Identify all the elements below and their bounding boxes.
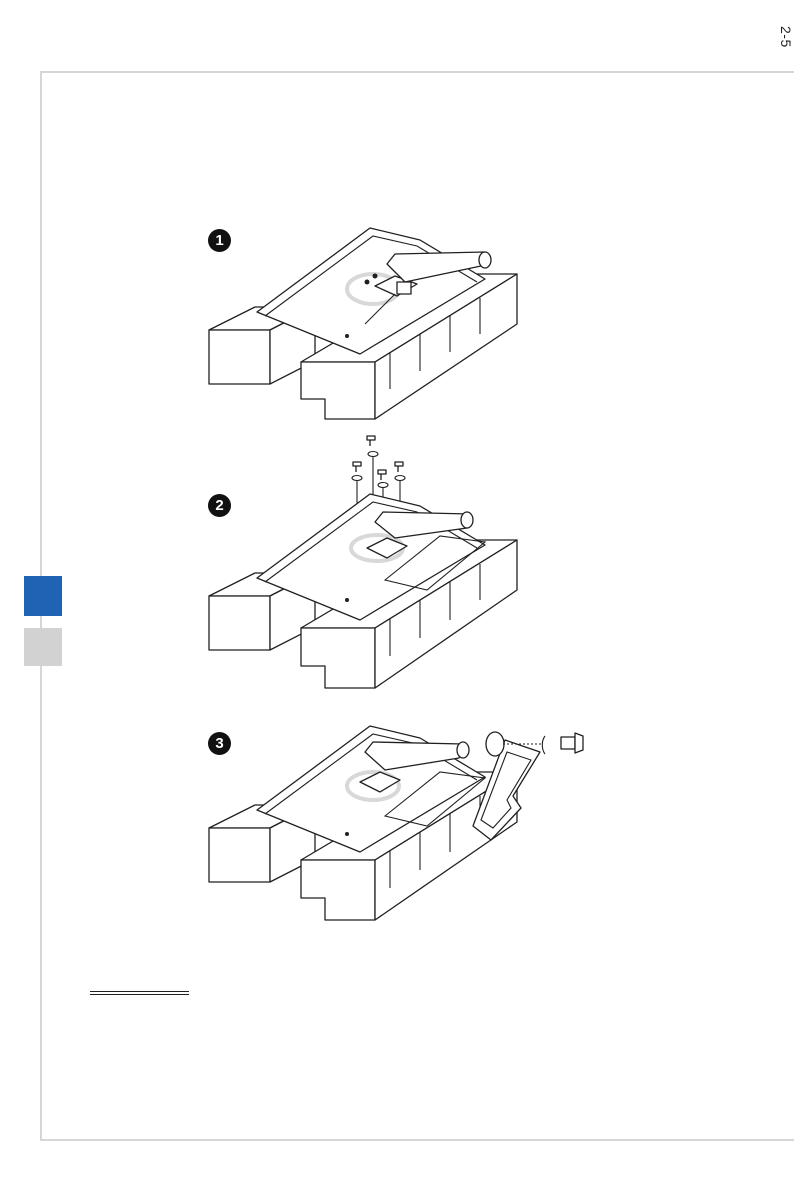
step-2-illustration — [195, 430, 525, 692]
base-connector — [486, 732, 504, 756]
foam-left-front — [209, 330, 270, 384]
page-top-edge — [0, 0, 794, 1]
chapter-tab-inactive[interactable] — [24, 628, 62, 666]
stand-neck — [397, 282, 411, 294]
stand-arm-end — [479, 252, 491, 268]
lock-icon — [345, 334, 349, 338]
page-frame-top — [40, 71, 794, 73]
chapter-tab-active[interactable] — [24, 576, 62, 616]
step-1-illustration — [195, 224, 525, 424]
washer — [542, 736, 545, 754]
step-3-illustration — [195, 716, 595, 926]
page-number: 2-5 — [777, 12, 794, 62]
page-frame-bottom — [40, 1139, 794, 1141]
foam-right-front — [301, 362, 375, 419]
thumb-screw-icon — [561, 733, 583, 753]
note-divider — [90, 991, 189, 995]
screw-hole — [365, 280, 370, 285]
screw-hole — [373, 274, 378, 279]
